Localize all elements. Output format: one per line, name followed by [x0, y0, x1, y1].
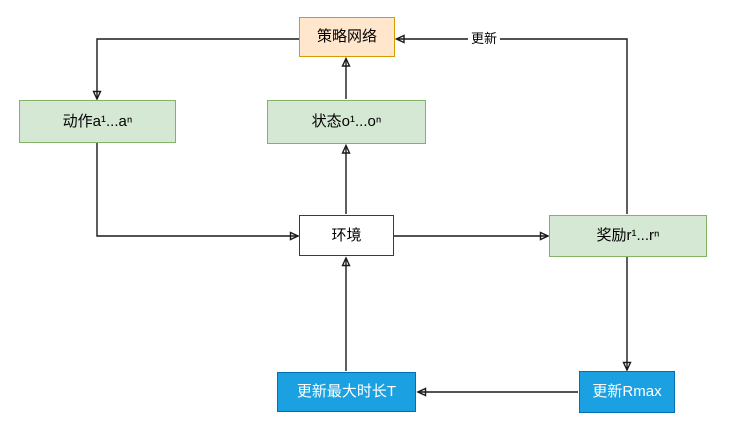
node-environment: 环境	[299, 215, 394, 256]
node-states-label: 状态o¹...oⁿ	[311, 113, 382, 130]
node-update-rmax-label: 更新Rmax	[592, 383, 662, 400]
node-environment-label: 环境	[331, 226, 362, 244]
node-rewards: 奖励r¹...rⁿ	[549, 215, 707, 257]
node-update-rmax: 更新Rmax	[579, 371, 675, 413]
node-states: 状态o¹...oⁿ	[267, 100, 426, 144]
node-update-max-duration: 更新最大时长T	[277, 372, 416, 412]
edge-label-update: 更新	[467, 31, 501, 47]
edge-policy-to-action	[97, 38, 299, 99]
node-actions: 动作a¹...aⁿ	[19, 100, 176, 143]
node-rewards-label: 奖励r¹...rⁿ	[596, 227, 660, 244]
node-actions-label: 动作a¹...aⁿ	[62, 112, 133, 130]
edge-action-to-environment	[96, 143, 298, 236]
node-update-max-duration-label: 更新最大时长T	[296, 383, 397, 400]
node-policy-network-label: 策略网络	[316, 28, 377, 45]
node-policy-network: 策略网络	[299, 17, 395, 57]
edge-reward-to-policy	[397, 39, 628, 214]
